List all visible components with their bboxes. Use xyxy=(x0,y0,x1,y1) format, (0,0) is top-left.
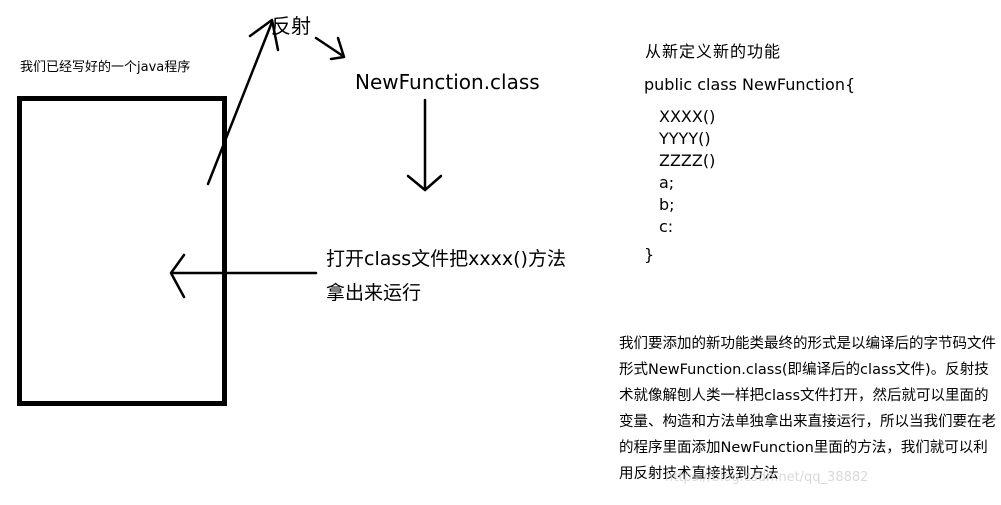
arrow-to-program xyxy=(169,253,318,299)
watermark: https://blog.csdn.net/qq_38882 xyxy=(665,470,869,485)
code-member: ZZZZ() xyxy=(659,151,716,170)
java-program-box xyxy=(17,96,227,406)
program-label: 我们已经写好的一个java程序 xyxy=(20,60,191,75)
arrow-class-down xyxy=(406,98,443,192)
code-block: public class NewFunction{ XXXX() YYYY() … xyxy=(644,74,855,266)
redefine-title: 从新定义新的功能 xyxy=(645,42,782,61)
code-member: b; xyxy=(659,195,675,214)
arrow-reflect-to-class xyxy=(314,36,346,61)
code-member: XXXX() xyxy=(659,107,716,126)
code-footer: } xyxy=(644,245,655,264)
code-member: a; xyxy=(659,173,675,192)
reflect-label: 反射 xyxy=(271,14,311,38)
arrow-program-to-reflect xyxy=(206,18,280,186)
code-member: YYYY() xyxy=(659,129,711,148)
code-header: public class NewFunction{ xyxy=(644,75,856,94)
open-class-file-text: 打开class文件把xxxx()方法拿出来运行 xyxy=(326,248,566,304)
code-member: c: xyxy=(659,217,674,236)
class-file-label: NewFunction.class xyxy=(355,70,540,94)
explanation-paragraph: 我们要添加的新功能类最终的形式是以编译后的字节码文件形式NewFunction.… xyxy=(619,336,996,482)
